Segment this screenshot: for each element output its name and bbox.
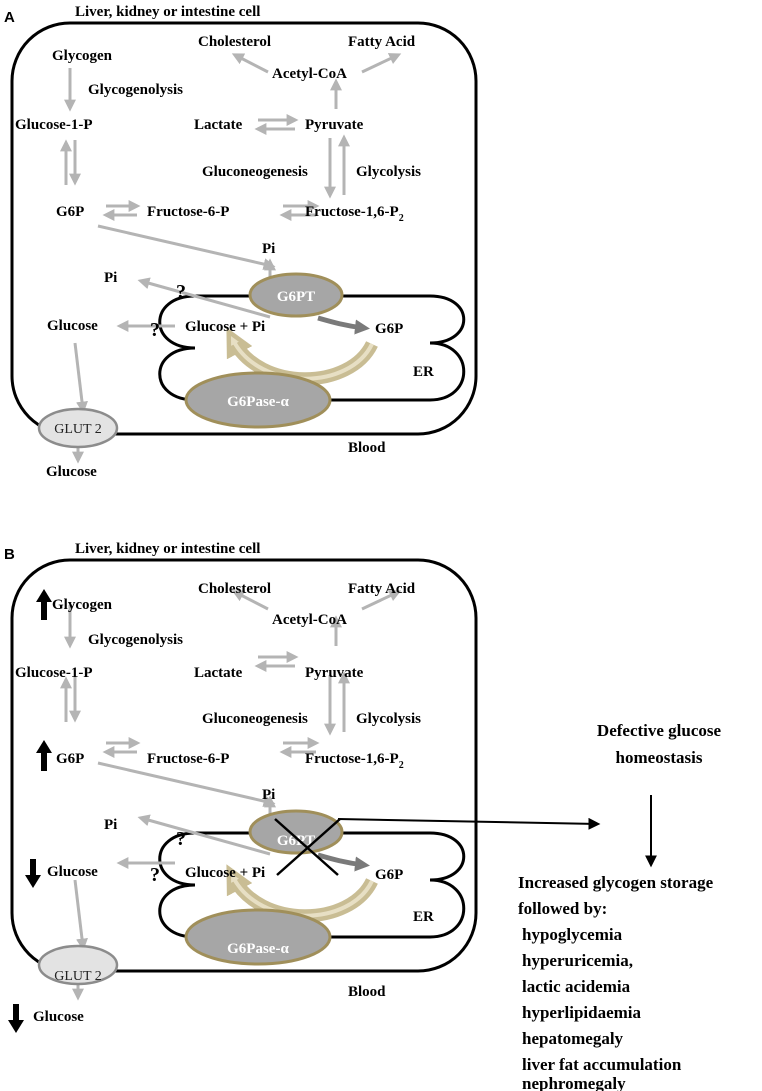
down-arrow-icon-blood-glucose <box>8 1004 24 1033</box>
panel-b-gluconeogenesis: Gluconeogenesis <box>202 711 308 727</box>
panel-b-acetyl-coa: Acetyl-CoA <box>272 612 347 628</box>
panel-a-letter: A <box>4 9 15 26</box>
panel-b-glucose-pi: Glucose + Pi <box>185 865 265 881</box>
effect-item: liver fat accumulation <box>522 1055 682 1074</box>
effect-item: hypoglycemia <box>522 925 623 944</box>
panel-a-pi-top: Pi <box>262 241 275 257</box>
panel-b-title: Liver, kidney or intestine cell <box>75 541 260 557</box>
panel-a-acetyl-coa: Acetyl-CoA <box>272 66 347 82</box>
panel-b: B Liver, kidney or intestine cell Choles… <box>4 541 657 1033</box>
panel-a-lactate: Lactate <box>194 117 243 133</box>
panel-a-g6p: G6P <box>56 204 84 220</box>
panel-b-g6p: G6P <box>56 751 84 767</box>
panel-a-glucose-pi: Glucose + Pi <box>185 319 265 335</box>
panel-a-glycolysis: Glycolysis <box>356 164 421 180</box>
panel-a-blood: Blood <box>348 440 386 456</box>
panel-b-fatty-acid: Fatty Acid <box>348 581 416 597</box>
panel-b-pi-left: Pi <box>104 817 117 833</box>
panel-b-glucose-blood: Glucose <box>33 1009 84 1025</box>
defective-line-2: homeostasis <box>616 748 703 767</box>
defective-line-1: Defective glucose <box>597 721 722 740</box>
up-arrow-icon-glycogen <box>36 589 52 620</box>
panel-a-er-label: ER <box>413 364 434 380</box>
effect-item: hyperuricemia, <box>522 951 633 970</box>
panel-a-fructose-16-p2: Fructose-1,6-P2 <box>305 204 404 224</box>
panel-a-fructose-6-p: Fructose-6-P <box>147 204 229 220</box>
panel-b-question-mark-2: ? <box>150 864 160 886</box>
panel-a: A Liver, kidney or intestine cell Choles… <box>4 4 476 480</box>
panel-a-question-mark-2: ? <box>150 319 160 341</box>
panel-a-cholesterol: Cholesterol <box>198 34 271 50</box>
panel-a-pi-left: Pi <box>104 270 117 286</box>
panel-b-cell-diagram <box>12 560 476 997</box>
increased-glycogen-storage: Increased glycogen storage <box>518 873 714 892</box>
panel-a-glut2: GLUT 2 <box>54 422 102 437</box>
panel-b-glycolysis: Glycolysis <box>356 711 421 727</box>
panel-b-glut2: GLUT 2 <box>54 969 102 984</box>
panel-b-lactate: Lactate <box>194 665 243 681</box>
panel-b-pi-top: Pi <box>262 787 275 803</box>
panel-a-glucose-blood: Glucose <box>46 464 97 480</box>
panel-b-glucose-cytosol: Glucose <box>47 864 98 880</box>
consequences-text: Defective glucose homeostasis Increased … <box>518 721 722 1091</box>
followed-by: followed by: <box>518 899 607 918</box>
effect-item: lactic acidemia <box>522 977 631 996</box>
panel-b-blood: Blood <box>348 984 386 1000</box>
panel-b-g6p-er: G6P <box>375 867 403 883</box>
panel-b-letter: B <box>4 546 15 563</box>
down-arrow-icon-glucose <box>25 859 41 888</box>
panel-a-g6p-er: G6P <box>375 321 403 337</box>
panel-a-gluconeogenesis: Gluconeogenesis <box>202 164 308 180</box>
panel-a-question-mark-1: ? <box>176 281 186 303</box>
panel-b-er-label: ER <box>413 909 434 925</box>
g6pt-defect-cross-icon <box>274 818 341 876</box>
panel-b-glucose-1-p: Glucose-1-P <box>15 665 92 681</box>
panel-b-fructose-16-p2: Fructose-1,6-P2 <box>305 751 404 771</box>
panel-a-glucose-1-p: Glucose-1-P <box>15 117 92 133</box>
panel-a-g6pase-alpha: G6Pase-α <box>227 394 289 410</box>
panel-a-g6pt: G6PT <box>277 289 315 305</box>
effect-item: hyperlipidaemia <box>522 1003 642 1022</box>
panel-b-g6pase-alpha: G6Pase-α <box>227 941 289 957</box>
panel-a-glucose-cytosol: Glucose <box>47 318 98 334</box>
panel-a-fatty-acid: Fatty Acid <box>348 34 416 50</box>
up-arrow-icon-g6p <box>36 740 52 771</box>
panel-b-fructose-6-p: Fructose-6-P <box>147 751 229 767</box>
panel-a-glycogenolysis: Glycogenolysis <box>88 82 183 98</box>
defect-pointer-arrow <box>337 817 601 830</box>
panel-b-pyruvate: Pyruvate <box>305 665 364 681</box>
panel-a-pyruvate: Pyruvate <box>305 117 364 133</box>
effect-item: nephromegaly <box>522 1074 626 1091</box>
effect-item: hepatomegaly <box>522 1029 624 1048</box>
panel-b-question-mark-1: ? <box>176 828 186 850</box>
panel-b-glycogen: Glycogen <box>52 597 113 613</box>
panel-a-glycogen: Glycogen <box>52 48 113 64</box>
panel-b-cholesterol: Cholesterol <box>198 581 271 597</box>
panel-b-glycogenolysis: Glycogenolysis <box>88 632 183 648</box>
panel-a-title: Liver, kidney or intestine cell <box>75 4 260 20</box>
